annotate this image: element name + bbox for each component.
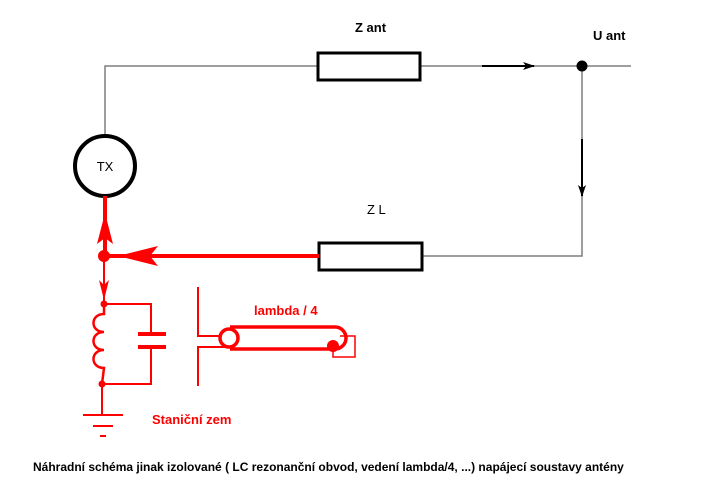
lc-top-bus — [104, 303, 152, 334]
z-ant-impedance — [316, 51, 422, 82]
quarter-wave-line — [197, 287, 356, 386]
antenna-loop — [73, 51, 631, 272]
coax-feed-lower — [197, 346, 230, 386]
wire-tx-to-zant — [104, 65, 318, 136]
station-ground-label: Staniční zem — [152, 412, 231, 427]
wire-node-to-zl — [422, 66, 583, 257]
z-ant-label: Z ant — [355, 20, 387, 35]
return-path — [97, 196, 319, 303]
u-ant-node — [576, 60, 588, 72]
ground-icon — [83, 414, 123, 437]
u-ant-label: U ant — [593, 28, 626, 43]
coax-short — [332, 335, 356, 358]
coax-left-end — [218, 327, 240, 349]
z-l-label: Z L — [367, 202, 386, 217]
red-arrow-down — [99, 280, 109, 300]
caption: Náhradní schéma jinak izolované ( LC rez… — [33, 460, 624, 474]
tx-label: TX — [97, 159, 114, 174]
inductor-coil — [92, 304, 106, 385]
z-l-impedance — [317, 241, 424, 272]
lambda-label: lambda / 4 — [254, 303, 318, 318]
lc-resonant-circuit — [92, 300, 166, 415]
red-arrow-up — [97, 213, 113, 244]
lc-bottom-bus — [102, 347, 152, 385]
red-arrow-left — [118, 246, 158, 266]
